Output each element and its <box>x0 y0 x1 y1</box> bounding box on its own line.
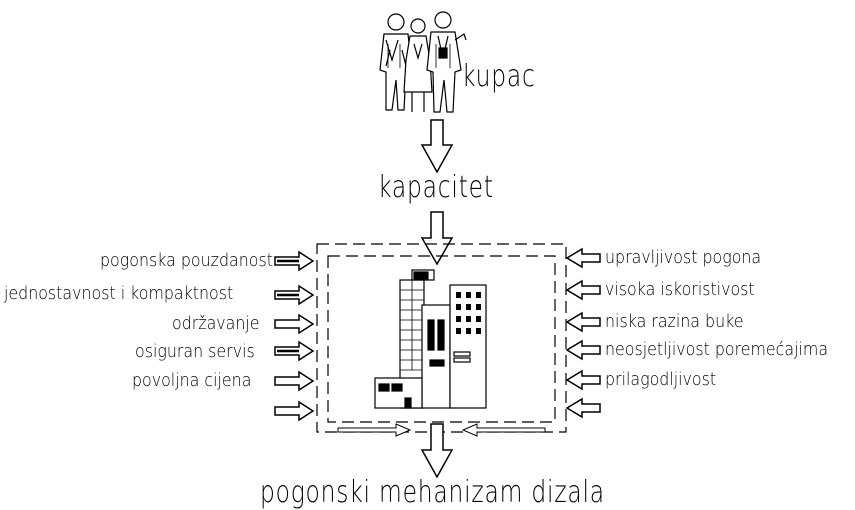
arrow-down-3 <box>420 423 454 479</box>
left-requirement-1: pogonska pouzdanost <box>100 250 273 271</box>
inner-arrow-right <box>337 423 412 437</box>
inner-dashed-box <box>327 255 556 423</box>
customer-label: kupac <box>462 59 536 94</box>
right-requirement-2: visoka iskoristivost <box>605 279 755 300</box>
capacity-label: kapacitet <box>378 170 494 205</box>
arrow-down-2 <box>420 211 454 266</box>
left-arrows <box>274 250 315 422</box>
left-requirement-3: održavanje <box>172 313 260 334</box>
customers-illustration <box>379 11 467 113</box>
left-requirement-4: osiguran servis <box>135 341 255 362</box>
buildings-illustration <box>374 269 487 409</box>
arrow-down-1 <box>420 119 454 174</box>
left-requirement-2: jednostavnost i kompaktnost <box>4 283 234 304</box>
left-requirement-5: povoljna cijena <box>132 370 252 391</box>
result-label: pogonski mehanizam dizala <box>260 475 605 510</box>
right-arrows <box>565 247 601 419</box>
inner-arrow-left <box>461 423 546 437</box>
right-requirement-4: neosjetljivost poremećajima <box>605 339 829 360</box>
right-requirement-5: prilagodljivost <box>605 369 717 390</box>
right-requirement-3: niska razina buke <box>605 311 744 332</box>
right-requirement-1: upravljivost pogona <box>605 247 762 268</box>
